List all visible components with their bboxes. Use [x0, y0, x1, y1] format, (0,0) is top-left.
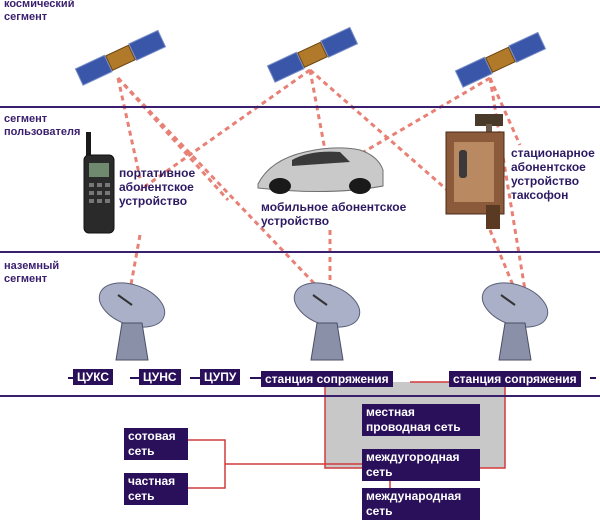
payphone-icon [445, 114, 505, 229]
tsupu-box: ЦУПУ [200, 369, 241, 385]
gateway-station-box: станция сопряжения [261, 371, 393, 387]
portable-phone-icon [83, 132, 115, 234]
divider-user-ground [0, 251, 600, 253]
gateway-station-box: станция сопряжения [449, 371, 581, 387]
divider-ground-networks [0, 395, 600, 397]
tsuks-box: ЦУКС [73, 369, 114, 385]
satellite-dish-icon [98, 282, 166, 361]
divider-space-user [0, 106, 600, 108]
satellite-icon [266, 26, 359, 83]
car-icon [257, 147, 384, 194]
satellite-dish-icon [293, 282, 361, 361]
satellite-icon [454, 31, 547, 88]
satellite-dish-icon [481, 282, 549, 361]
tsuns-box: ЦУНС [139, 369, 181, 385]
radio-links [116, 68, 527, 302]
satellite-icon [74, 29, 167, 86]
